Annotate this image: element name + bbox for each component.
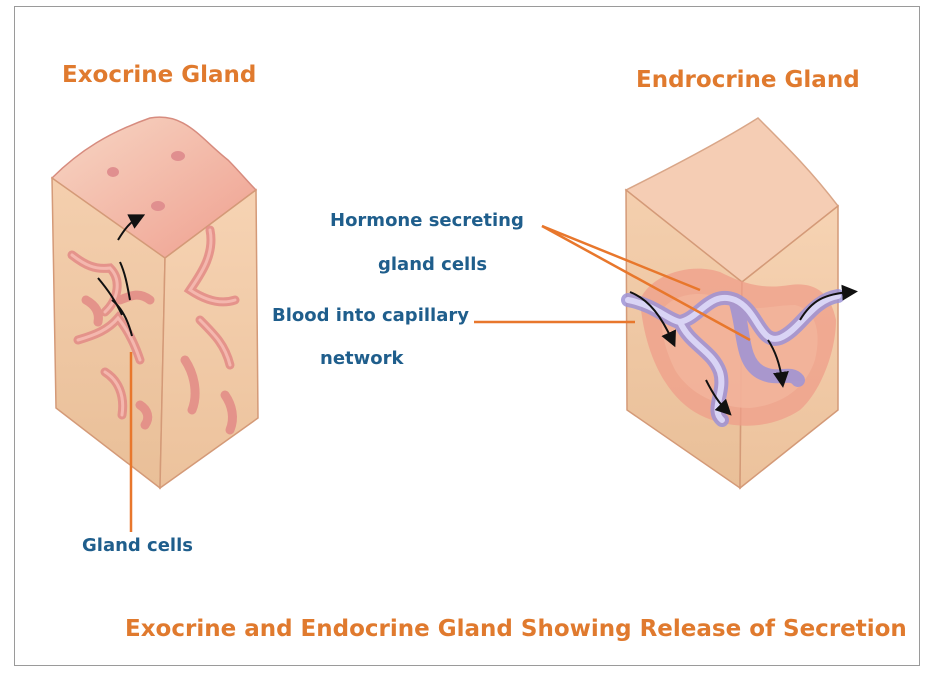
label-network: network <box>320 348 403 369</box>
endocrine-block <box>626 118 850 488</box>
label-gland-cells-exocrine: Gland cells <box>82 535 193 556</box>
label-gland-cells-endocrine: gland cells <box>378 254 487 275</box>
endocrine-title: Endrocrine Gland <box>636 67 860 93</box>
diagram-caption: Exocrine and Endocrine Gland Showing Rel… <box>125 616 907 642</box>
exocrine-block <box>52 117 258 488</box>
duct-opening <box>171 151 185 161</box>
duct-opening <box>151 201 165 211</box>
duct-opening <box>107 167 119 177</box>
label-blood-into-capillary: Blood into capillary <box>272 305 469 326</box>
label-hormone-secreting: Hormone secreting <box>330 210 524 231</box>
exocrine-title: Exocrine Gland <box>62 62 256 88</box>
